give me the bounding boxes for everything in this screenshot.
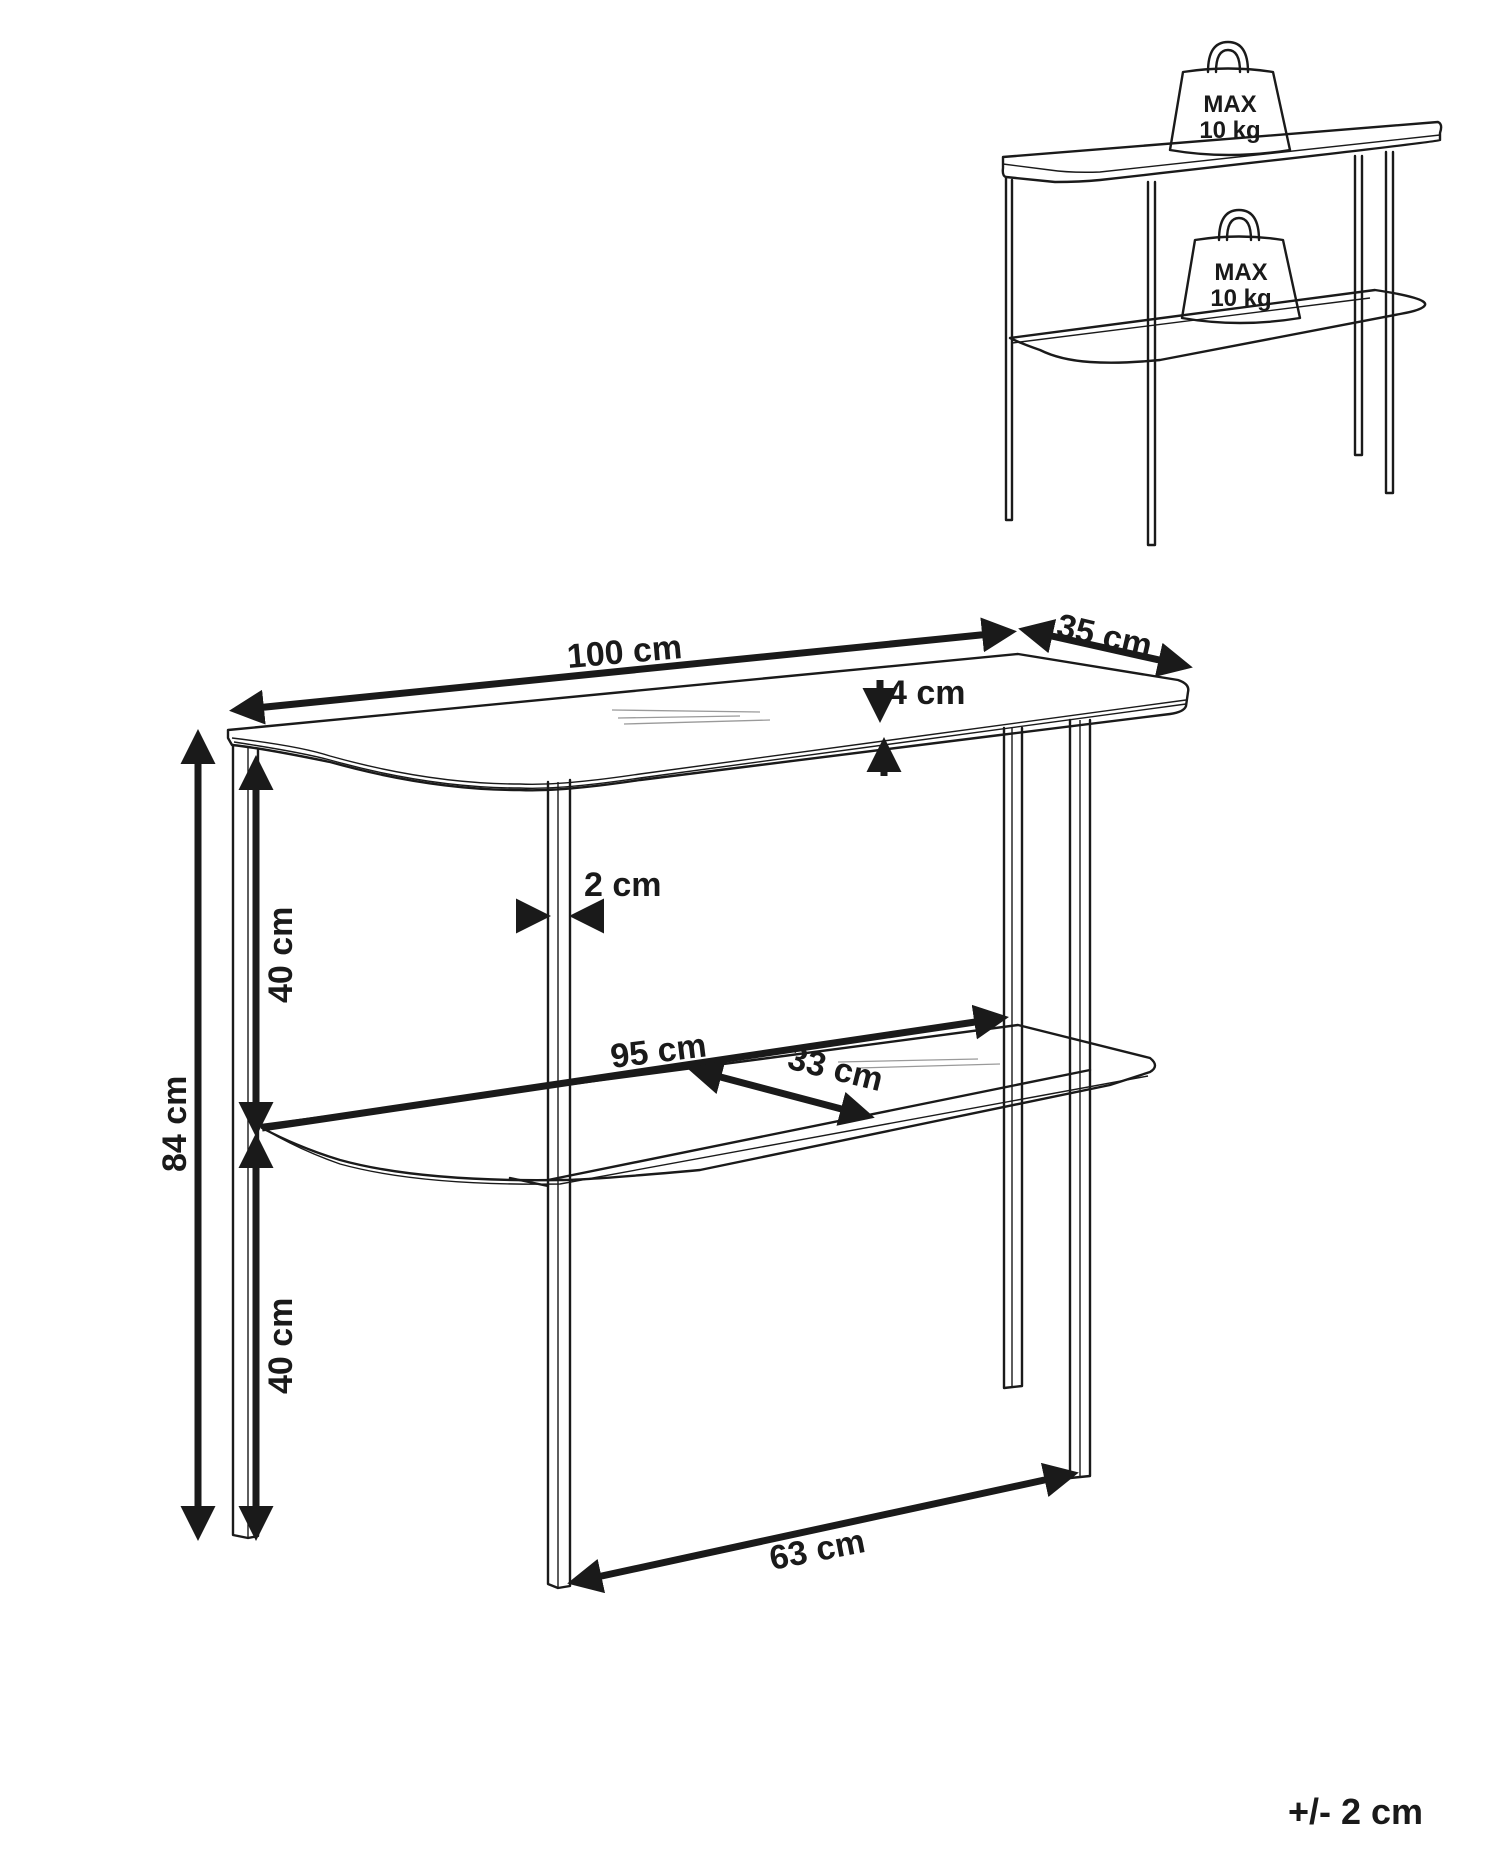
weight-top-line2: 10 kg bbox=[1199, 117, 1260, 144]
leg-span-label: 63 cm bbox=[766, 1522, 868, 1578]
depth-label: 35 cm bbox=[1053, 607, 1155, 666]
weight-top-line1: MAX bbox=[1203, 91, 1256, 118]
load-capacity-inset: MAX 10 kg MAX 10 kg bbox=[1001, 40, 1443, 547]
tolerance-note: +/- 2 cm bbox=[1288, 1791, 1423, 1832]
thickness-label: 4 cm bbox=[888, 674, 966, 712]
weight-shelf-line1: MAX bbox=[1214, 259, 1267, 286]
dimension-labels: 100 cm 35 cm 4 cm 2 cm 84 cm 40 cm 40 cm… bbox=[156, 607, 1423, 1832]
upper-clearance-label: 40 cm bbox=[262, 907, 300, 1003]
depth-arrow bbox=[1018, 619, 1193, 677]
width-arrow bbox=[229, 617, 1017, 725]
height-label: 84 cm bbox=[156, 1076, 194, 1172]
weight-shelf-line2: 10 kg bbox=[1210, 285, 1271, 312]
weight-icon-top: MAX 10 kg bbox=[1168, 40, 1292, 157]
shelf-width-arrow bbox=[261, 1004, 1009, 1132]
shelf-depth-arrow bbox=[687, 1060, 875, 1126]
leg-span-arrow bbox=[567, 1462, 1079, 1594]
lower-clearance-label: 40 cm bbox=[262, 1298, 300, 1394]
leg-thickness-label: 2 cm bbox=[584, 866, 662, 904]
dimension-arrows bbox=[180, 617, 1193, 1594]
weight-icon-shelf: MAX 10 kg bbox=[1180, 208, 1302, 325]
shelf-depth-label: 33 cm bbox=[784, 1039, 887, 1099]
console-table-drawing bbox=[226, 652, 1190, 1590]
